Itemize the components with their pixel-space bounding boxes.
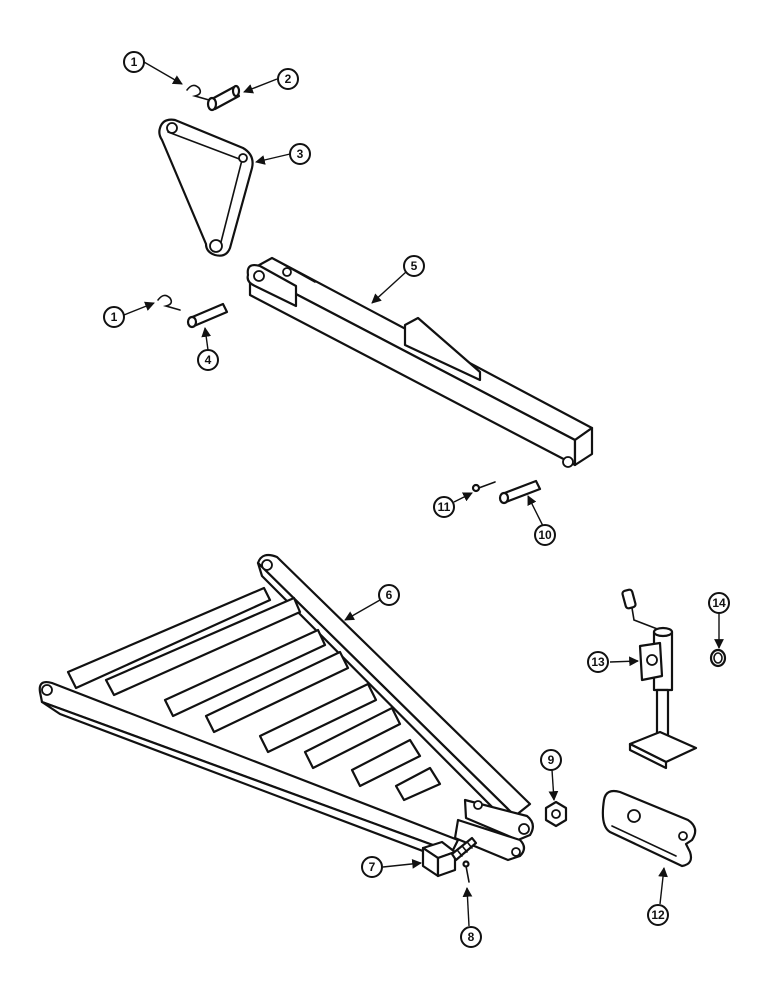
callout-2: 2 [277,68,299,90]
callout-2-label: 2 [285,72,292,86]
tongue-beam [246,256,594,468]
callout-4-label: 4 [205,353,212,367]
callout-5-label: 5 [411,259,418,273]
callout-1-top: 1 [123,51,145,73]
cotter-pin [471,481,496,493]
clevis [601,789,697,868]
square-head-bolt [421,836,478,878]
callout-9: 9 [540,749,562,771]
callout-8: 8 [460,926,482,948]
callout-1-lower-label: 1 [111,310,118,324]
hex-nut [544,800,568,828]
pin-right [498,479,542,505]
callout-8-label: 8 [468,930,475,944]
callout-5: 5 [403,255,425,277]
jack-stand [621,588,698,770]
callout-7-label: 7 [369,860,376,874]
callout-4: 4 [197,349,219,371]
callout-3-label: 3 [297,147,304,161]
callout-10: 10 [534,524,556,546]
callout-6-label: 6 [386,588,393,602]
callout-11: 11 [433,496,455,518]
callout-10-label: 10 [538,528,552,542]
callout-14-label: 14 [712,596,726,610]
callout-14: 14 [708,592,730,614]
hair-pin-clip-top [186,84,210,101]
callout-1-lower: 1 [103,306,125,328]
callout-6: 6 [378,584,400,606]
hair-pin-clip-lower [157,294,181,311]
snap-ring [709,648,727,668]
pin-lower [186,302,229,329]
callout-13-label: 13 [591,655,605,669]
callout-3: 3 [289,143,311,165]
cotter-pin-small [462,860,470,883]
a-frame-hitch [38,553,534,864]
triangular-plate [158,118,254,257]
callout-11-label: 11 [438,500,451,514]
callout-12-label: 12 [651,908,665,922]
leader-lines [123,61,724,927]
callout-13: 13 [587,651,609,673]
callout-12: 12 [647,904,669,926]
clevis-pin-top [206,84,241,112]
callout-9-label: 9 [548,753,555,767]
callout-7: 7 [361,856,383,878]
callout-1-top-label: 1 [131,55,138,69]
